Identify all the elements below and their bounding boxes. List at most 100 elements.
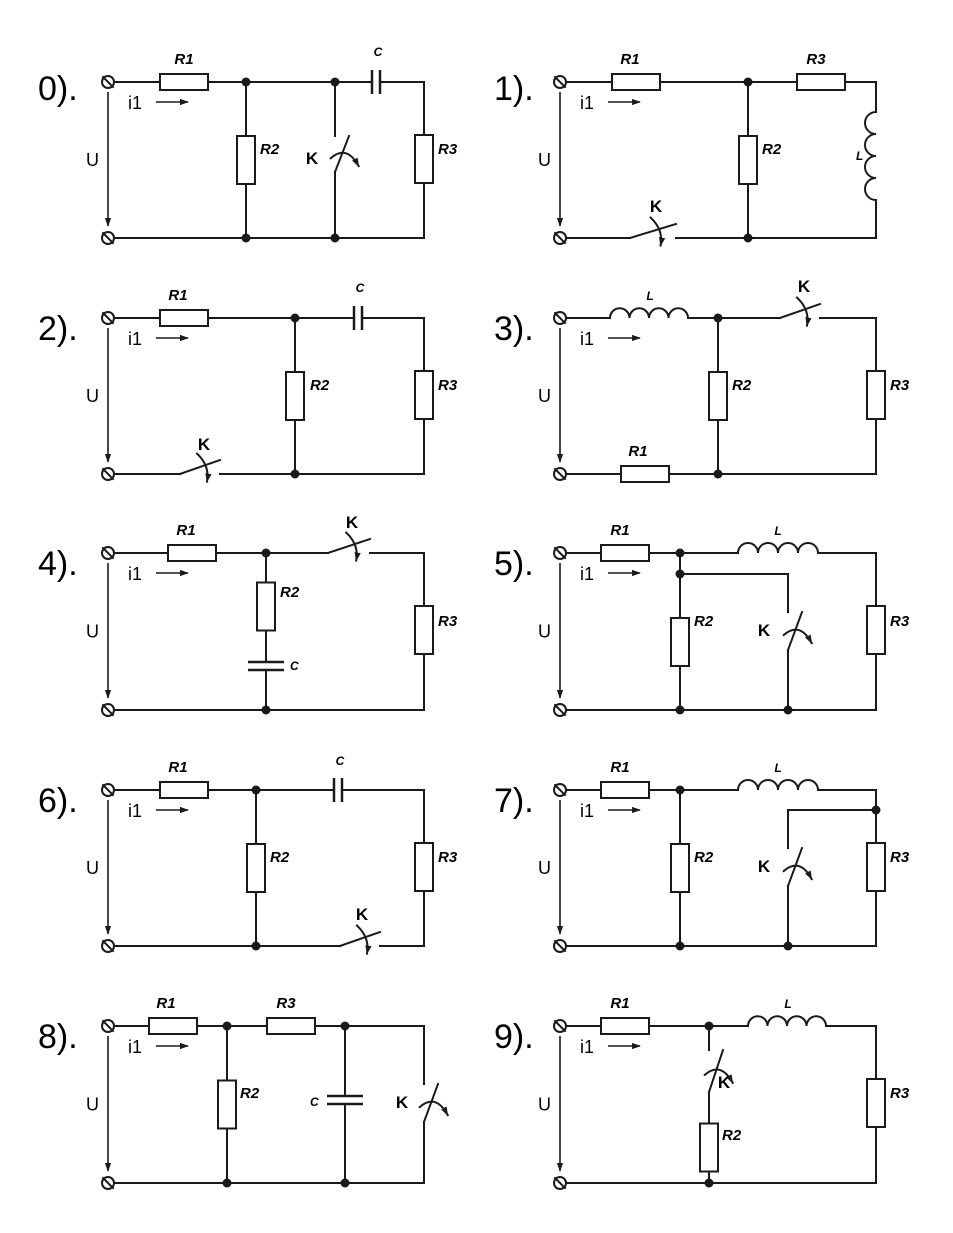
switch-blade: [333, 134, 351, 174]
wire: [565, 789, 877, 947]
voltage-label: U: [538, 1095, 551, 1115]
R2-resistor: R2: [236, 81, 280, 239]
R2-resistor: R2: [246, 789, 290, 947]
resistor-body: [866, 605, 886, 655]
circuit-number: 1).: [494, 70, 534, 108]
terminal-slash: [553, 703, 567, 717]
capacitor-label: C: [356, 281, 365, 295]
inductor-coil: [736, 542, 820, 555]
R3-resistor: R3: [414, 579, 458, 681]
inductor: L: [608, 289, 690, 320]
R3-resistor: R3: [866, 345, 910, 445]
resistor-label: R1: [610, 995, 629, 1012]
current-label: i1: [580, 329, 594, 349]
circuit-number: 2).: [38, 310, 78, 348]
resistor-label: R2: [270, 849, 290, 866]
voltage-label: U: [86, 622, 99, 642]
junction-dot: [675, 785, 685, 795]
resistor-label: R3: [438, 141, 458, 158]
switch-arrow-icon: [418, 1100, 450, 1117]
R2-resistor: R2: [285, 317, 330, 475]
voltage-label: U: [86, 858, 99, 878]
resistor-label: R2: [310, 377, 330, 394]
junction-dot: [222, 1178, 232, 1188]
inductor-coil: [736, 779, 820, 792]
capacitor-label: C: [310, 1095, 319, 1109]
junction-dot: [290, 313, 300, 323]
voltage-label: U: [538, 858, 551, 878]
junction-dot: [251, 785, 261, 795]
terminal-slash: [553, 75, 567, 89]
R1-resistor: R1: [159, 759, 209, 799]
resistor-label: R3: [890, 849, 910, 866]
terminal-slash: [553, 311, 567, 325]
wire: [341, 789, 425, 947]
voltage-label: U: [538, 386, 551, 406]
resistor-body: [670, 617, 690, 667]
junction-dot: [713, 313, 723, 323]
resistor-label: R3: [890, 377, 910, 394]
current-label: i1: [580, 1037, 594, 1057]
resistor-body: [256, 581, 276, 632]
resistor-body: [236, 135, 256, 185]
terminal-slash: [553, 939, 567, 953]
junction-dot: [675, 569, 685, 579]
voltage-label: U: [538, 622, 551, 642]
junction-dot: [340, 1178, 350, 1188]
R2-resistor: R2: [699, 1111, 742, 1184]
switch-arrow-icon: [329, 151, 361, 168]
inductor: L: [746, 997, 828, 1028]
inductor-label: L: [646, 289, 653, 303]
resistor-body: [285, 371, 305, 421]
junction-dot: [783, 705, 793, 715]
switch-blade: [326, 537, 372, 555]
junction-dot: [241, 233, 251, 243]
switch-blade: [786, 846, 804, 888]
current-label: i1: [128, 93, 142, 113]
resistor-body: [600, 544, 650, 562]
resistor-label: R1: [176, 522, 195, 539]
switch-blade: [707, 1048, 725, 1094]
switch-k: K: [778, 277, 822, 327]
junction-dot: [261, 705, 271, 715]
current-label: i1: [128, 1037, 142, 1057]
switch-label: K: [650, 197, 663, 216]
resistor-body: [738, 135, 758, 185]
resistor-body: [699, 1122, 719, 1173]
switch-label: K: [356, 905, 369, 924]
junction-dot: [290, 469, 300, 479]
resistor-body: [148, 1017, 198, 1035]
resistor-label: R2: [694, 849, 714, 866]
inductor-label: L: [774, 524, 781, 538]
resistor-label: R2: [722, 1127, 742, 1144]
junction-dot: [261, 548, 271, 558]
current-label: i1: [128, 329, 142, 349]
capacitor-label: C: [336, 754, 345, 768]
capacitor-label: C: [290, 659, 299, 673]
R1-resistor: R1: [599, 759, 651, 799]
R3-resistor: R3: [265, 995, 317, 1035]
inductor-coil: [746, 1015, 828, 1028]
circuit-number: 5).: [494, 545, 534, 583]
resistor-label: R1: [168, 759, 187, 776]
terminal-slash: [101, 231, 115, 245]
wire: [113, 1121, 425, 1184]
R1-resistor: R1: [599, 995, 651, 1035]
wire: [219, 317, 425, 475]
capacitor: C: [352, 281, 365, 330]
junction-dot: [743, 233, 753, 243]
terminal-slash: [101, 467, 115, 481]
resistor-label: R3: [806, 51, 826, 68]
resistor-body: [620, 465, 670, 483]
terminal-slash: [553, 1019, 567, 1033]
junction-dot: [713, 469, 723, 479]
resistor-body: [266, 1017, 316, 1035]
terminal-slash: [101, 1019, 115, 1033]
switch-label: K: [798, 277, 811, 296]
terminal-slash: [101, 939, 115, 953]
current-label: i1: [128, 564, 142, 584]
